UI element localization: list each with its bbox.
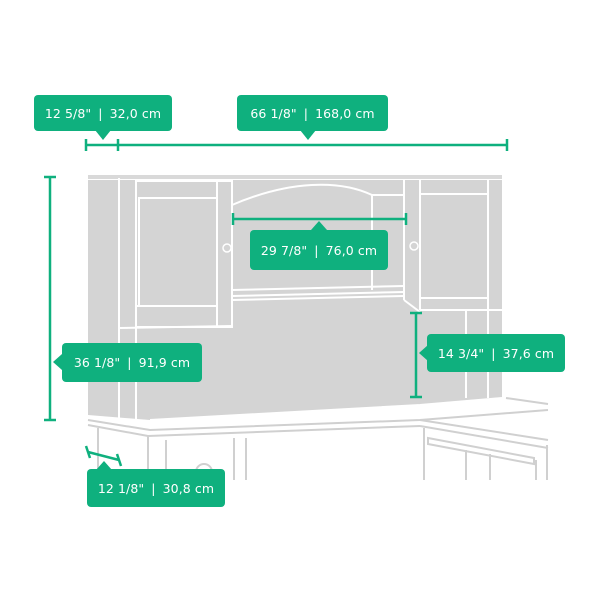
metric-value: 30,8 cm — [162, 480, 215, 496]
dimension-label-width: 66 1/8" | 168,0 cm — [237, 95, 388, 131]
dimension-label-depth-top: 12 5/8" | 32,0 cm — [34, 95, 172, 131]
separator: | — [98, 105, 103, 121]
imperial-value: 36 1/8" — [73, 355, 121, 370]
separator: | — [127, 355, 132, 370]
hutch-body — [88, 175, 503, 421]
dimension-label-depth-bottom: 12 1/8" | 30,8 cm — [87, 469, 225, 507]
dimension-label-clearance: 14 3/4" | 37,6 cm — [427, 334, 565, 372]
metric-value: 91,9 cm — [138, 355, 191, 370]
imperial-value: 14 3/4" — [437, 345, 485, 361]
label-pointers — [53, 130, 428, 470]
desk-outline — [87, 397, 549, 480]
right-knob-icon — [409, 241, 419, 251]
imperial-value: 66 1/8" — [250, 105, 297, 121]
left-knob-icon — [222, 243, 232, 253]
imperial-value: 12 5/8" — [44, 105, 92, 121]
metric-value: 37,6 cm — [502, 345, 555, 361]
imperial-value: 29 7/8" — [260, 242, 308, 258]
metric-value: 32,0 cm — [109, 105, 162, 121]
separator: | — [491, 345, 496, 361]
metric-value: 168,0 cm — [315, 105, 375, 121]
dimension-label-inner-width: 29 7/8" | 76,0 cm — [250, 230, 388, 270]
imperial-value: 12 1/8" — [97, 480, 145, 496]
separator: | — [151, 480, 156, 496]
separator: | — [314, 242, 319, 258]
dimension-label-height: 36 1/8" | 91,9 cm — [62, 343, 202, 382]
separator: | — [303, 105, 309, 121]
metric-value: 76,0 cm — [325, 242, 378, 258]
dimension-lines — [44, 139, 509, 467]
